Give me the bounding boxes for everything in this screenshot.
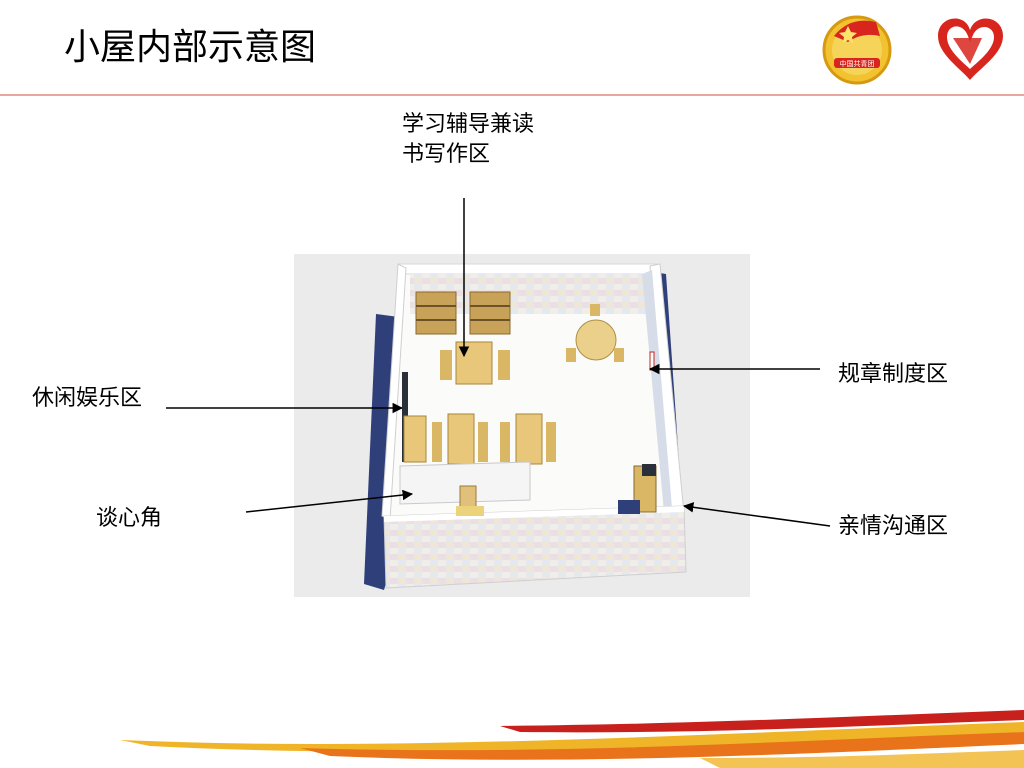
activity-tables xyxy=(403,413,556,465)
family-zone-label: 亲情沟通区 xyxy=(838,514,949,539)
header-divider xyxy=(0,94,1024,96)
study-table xyxy=(440,341,510,385)
study-zone-label-line1: 学习辅导兼读 xyxy=(402,112,535,137)
bookshelves xyxy=(415,291,511,335)
leisure-zone-label: 休闲娱乐区 xyxy=(32,386,143,411)
emblem-text: 中国共青团 xyxy=(840,59,875,68)
footer-swoosh-decoration xyxy=(120,710,1024,768)
talk-corner-partition xyxy=(399,461,531,505)
room-floorplan-illustration xyxy=(294,254,750,597)
rules-board xyxy=(649,351,655,371)
talk-corner-bench xyxy=(456,506,484,516)
front-wall-top xyxy=(384,506,684,522)
talk-corner-label: 谈心角 xyxy=(96,506,163,531)
volunteer-heart-icon xyxy=(938,18,1003,80)
study-zone-label-line2: 书写作区 xyxy=(402,142,491,167)
front-wall xyxy=(383,505,687,589)
logo-group: 中国共青团 xyxy=(822,15,1003,85)
slide-title: 小屋内部示意图 xyxy=(64,27,317,68)
rules-zone-label: 规章制度区 xyxy=(838,362,949,387)
back-wall-top xyxy=(397,263,659,275)
youth-league-emblem-icon: 中国共青团 xyxy=(822,15,892,85)
round-table xyxy=(566,304,624,362)
family-comm-desk xyxy=(618,464,657,514)
right-wall-inner xyxy=(642,270,672,512)
